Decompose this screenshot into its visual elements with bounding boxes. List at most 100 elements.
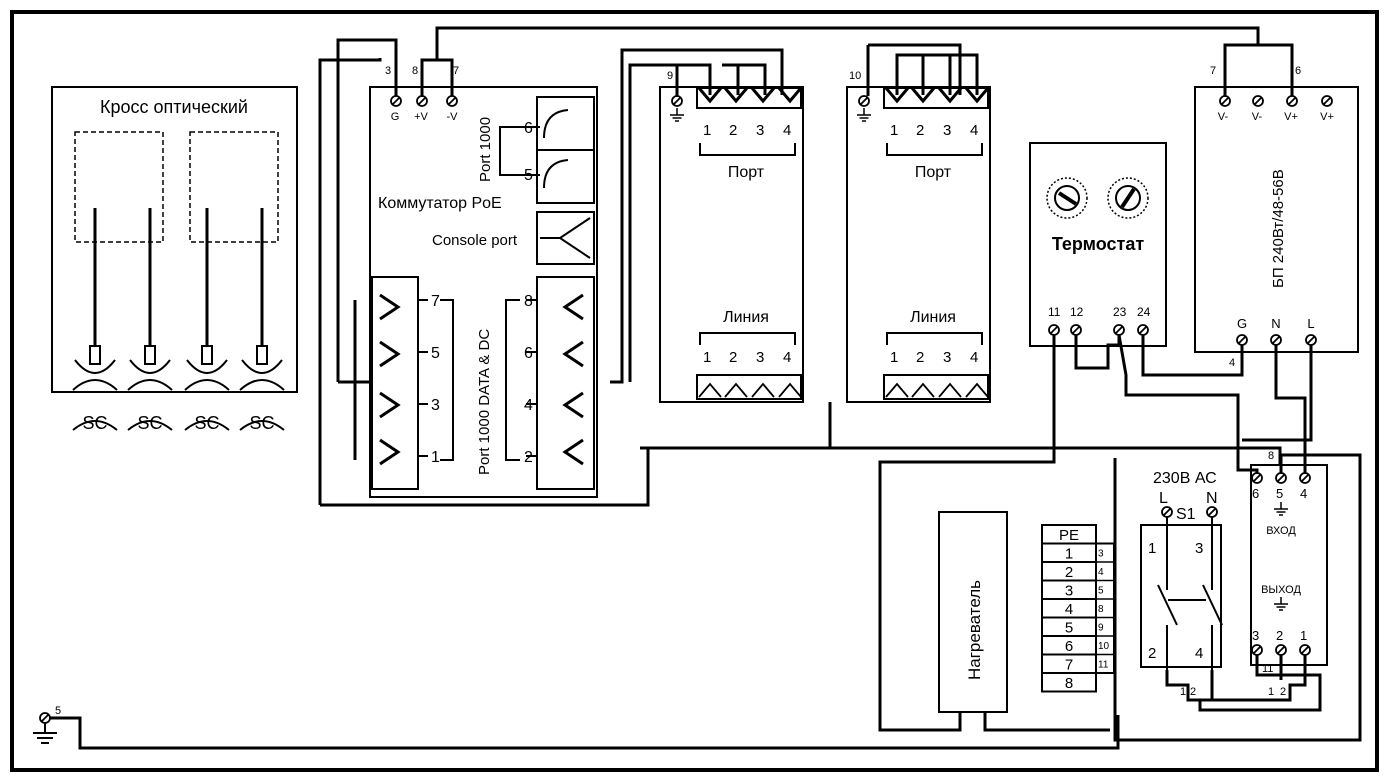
port-number: 4 — [524, 397, 533, 414]
ground-terminal: 5 — [33, 705, 61, 744]
wire-number: 8 — [1098, 604, 1104, 615]
wire-number: 1 — [1268, 686, 1274, 698]
port-number: 5 — [431, 345, 440, 362]
port-number: 3 — [431, 397, 440, 414]
breaker-top-right-label: N — [1206, 490, 1218, 507]
psu-terminal-label: V+ — [1284, 111, 1298, 123]
filter-output-label: ВЫХОД — [1261, 584, 1301, 596]
surge-protector-1: 9 1 2 3 4 Порт Линия 1 2 3 4 — [659, 70, 804, 403]
psu-terminal-label: L — [1307, 316, 1314, 331]
wire-number: 4 — [1229, 357, 1235, 369]
filter-terminal-number: 1 — [1300, 628, 1307, 643]
thermostat-dial-icon — [1046, 177, 1088, 219]
port-number: 1 — [431, 449, 440, 466]
line-number: 4 — [970, 349, 978, 366]
wire-number: 8 — [412, 65, 418, 77]
port-data-dc-label: Port 1000 DATA & DC — [476, 329, 493, 475]
port-number: 4 — [970, 122, 978, 139]
console-port-label: Console port — [432, 232, 518, 249]
optical-cross-title: Кросс оптический — [100, 97, 248, 117]
filter-input-label: ВХОД — [1266, 525, 1296, 537]
wire-number: 10 — [1098, 641, 1110, 652]
heater-title: Нагреватель — [965, 580, 984, 680]
wire-number: 2 — [1280, 686, 1286, 698]
terminal-number: 8 — [1065, 675, 1073, 692]
port-number: 2 — [524, 449, 533, 466]
port-number: 1 — [703, 122, 711, 139]
power-terminal-label: +V — [414, 111, 428, 123]
line-number: 2 — [916, 349, 924, 366]
terminal-number: 3 — [1065, 583, 1073, 600]
port-number: 7 — [431, 293, 440, 310]
breaker-contact-number: 4 — [1195, 645, 1203, 662]
port-number: 3 — [943, 122, 951, 139]
sc-connector-label: SC — [194, 413, 219, 433]
port-number: 5 — [524, 167, 533, 184]
wire-number: 3 — [1098, 549, 1104, 560]
thermostat: Термостат 11 12 23 24 — [1029, 142, 1167, 347]
sc-connector-label: SC — [82, 413, 107, 433]
filter-terminal-number: 5 — [1276, 486, 1283, 501]
sc-connector-label: SC — [249, 413, 274, 433]
terminal-number: 4 — [1065, 601, 1073, 618]
line-number: 2 — [729, 349, 737, 366]
power-terminal-label: -V — [447, 111, 459, 123]
surge-protector-2: 10 1 2 3 4 Порт Линия 1 2 3 4 — [846, 70, 991, 403]
line-number: 4 — [783, 349, 791, 366]
filter-terminal-number: 2 — [1276, 628, 1283, 643]
terminal-number: 11 — [1048, 305, 1061, 319]
breaker-contact-number: 3 — [1195, 540, 1203, 557]
terminal-number: 1 — [1065, 546, 1073, 563]
port-group-label: Порт — [728, 164, 765, 181]
filter-terminal-number: 6 — [1252, 486, 1259, 501]
wire-number: 9 — [667, 70, 673, 82]
terminal-number: 6 — [1065, 638, 1073, 655]
line-group-label: Линия — [910, 309, 956, 326]
wire-number: 8 — [1268, 450, 1274, 462]
line-number: 1 — [703, 349, 711, 366]
thermostat-dial-icon — [1107, 177, 1149, 219]
outer-frame — [10, 10, 1379, 772]
terminal-cell — [1041, 672, 1097, 693]
terminal-number: 12 — [1070, 305, 1084, 319]
terminal-block-header: PE — [1059, 527, 1079, 544]
port-group-label: Порт — [915, 164, 952, 181]
heater: Нагреватель — [938, 511, 1008, 713]
wire-number: 6 — [1295, 65, 1301, 77]
power-supply: 7 6 V- V- V+ V+ БП 240Вт/48-56В G N L 4 — [1194, 65, 1359, 369]
port-number: 6 — [524, 120, 533, 137]
breaker-contact-number: 1 — [1148, 540, 1156, 557]
sc-connector-label: SC — [137, 413, 162, 433]
port-number: 4 — [783, 122, 791, 139]
wire-number: 9 — [1098, 623, 1104, 634]
terminal-number: 5 — [1065, 620, 1073, 637]
port-number: 8 — [524, 293, 533, 310]
voltage-label: 230В АС — [1153, 470, 1217, 487]
wire-number: 7 — [1210, 65, 1216, 77]
wire-number: 11 — [1262, 663, 1273, 675]
terminal-number: 23 — [1113, 305, 1127, 319]
line-number: 1 — [890, 349, 898, 366]
breaker-s1: 230В АС L N S1 1 3 2 4 1 2 — [1140, 470, 1223, 698]
port1000-label: Port 1000 — [477, 117, 494, 182]
breaker-top-left-label: L — [1159, 490, 1168, 507]
wire-number: 4 — [1098, 567, 1104, 578]
wire-number: 3 — [385, 65, 391, 77]
port-number: 2 — [729, 122, 737, 139]
port-number: 1 — [890, 122, 898, 139]
line-number: 3 — [756, 349, 764, 366]
wire-number: 7 — [453, 65, 459, 77]
psu-terminal-label: N — [1271, 316, 1280, 331]
psu-terminal-label: G — [1237, 316, 1247, 331]
wire-number: 2 — [1190, 686, 1196, 698]
wire-number: 1 — [1180, 686, 1186, 698]
port-number: 6 — [524, 345, 533, 362]
breaker-name: S1 — [1176, 506, 1196, 523]
wiring — [50, 26, 1362, 750]
terminal-number: 24 — [1137, 305, 1151, 319]
filter-terminal-number: 4 — [1300, 486, 1307, 501]
port-number: 3 — [756, 122, 764, 139]
optical-cross: Кросс оптический SC SC SC SC — [51, 86, 298, 433]
